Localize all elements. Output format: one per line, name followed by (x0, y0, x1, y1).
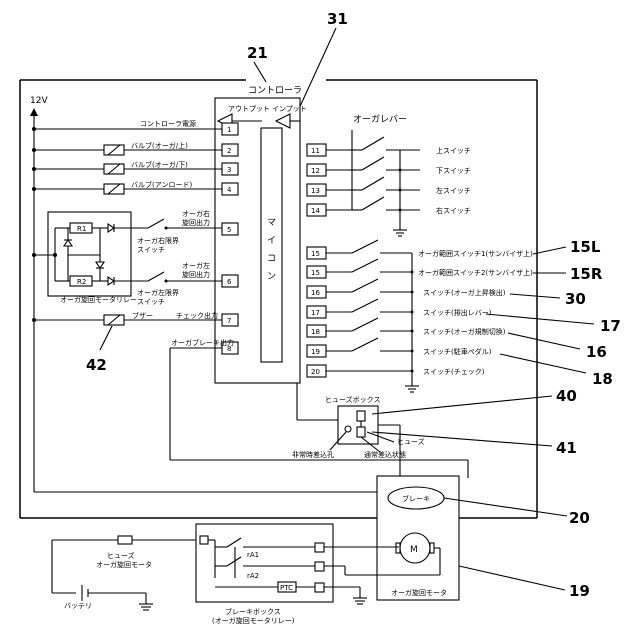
fuse-icon (357, 411, 365, 421)
pin-label: 7 (227, 317, 231, 325)
pin-label: 18 (311, 328, 320, 336)
leader-21 (254, 62, 266, 82)
ref-30: 30 (565, 290, 586, 308)
ref-16: 16 (586, 343, 607, 361)
micon-char-3: コ (267, 254, 276, 264)
range-switch-1: オーガ範囲スイッチ1(サンバイザ上) (418, 249, 533, 258)
range-switch-2: オーガ範囲スイッチ2(サンバイザ上) (418, 268, 533, 277)
ptc-label: PTC (280, 584, 293, 592)
ref-15R: 15R (570, 265, 603, 283)
valve-unload-label: バルブ(アンロード) (131, 180, 192, 189)
brake-out-label: オーガブレーキ出力 (171, 338, 234, 347)
buzzer-label: ブザー (132, 311, 153, 320)
brake-label: ブレーキ (402, 494, 430, 503)
parking-pedal-switch: スイッチ(駐車ペダル) (423, 347, 492, 356)
ref-15L: 15L (570, 238, 601, 256)
motor-label: オーガ旋回モータ (391, 588, 447, 597)
ra2-label: rA2 (247, 572, 259, 580)
battery-label: バッテリ (64, 602, 92, 610)
pin-label: 4 (227, 186, 232, 194)
ref-31: 31 (327, 10, 348, 28)
svg-text:R2: R2 (77, 278, 86, 286)
turn-relay: R1 R2 (32, 212, 131, 296)
controller-power-label: コントローラ電源 (140, 119, 196, 128)
brake-relay-box (196, 524, 333, 602)
ref-21: 21 (247, 44, 268, 62)
pin-label: 1 (227, 126, 231, 134)
pin-label: 19 (311, 348, 320, 356)
pin-label: 14 (311, 207, 320, 215)
right-limit-label-1: オーガ右限界 (137, 236, 179, 245)
pin-label: 13 (311, 187, 320, 195)
right-turn-out-1: オーガ右 (182, 209, 210, 218)
svg-text:R1: R1 (77, 225, 86, 233)
left-turn-out-2: 旋回出力 (182, 270, 210, 279)
fuse-label: ヒューズ (397, 437, 425, 446)
relay-box-label: オーガ旋回モータリレー (60, 295, 137, 304)
lever-title: オーガレバー (353, 114, 407, 125)
auger-rise-switch: スイッチ(オーガ上昇検出) (423, 288, 506, 297)
motor-m: M (410, 545, 418, 555)
valve-solenoids (104, 145, 124, 194)
micon-char-2: イ (267, 236, 276, 246)
power-label: 12V (30, 96, 48, 106)
ra1-label: rA1 (247, 551, 259, 559)
lever-switches (326, 130, 420, 236)
ref-40: 40 (556, 387, 577, 405)
pin-label: 16 (311, 289, 320, 297)
output-label: アウトプット (228, 105, 270, 113)
bottom-fuse-label-2: オーガ旋回モータ (96, 560, 152, 569)
pin-label: 11 (311, 147, 320, 155)
controller-title: コントローラ (248, 85, 302, 96)
bottom-fuse-label-1: ヒューズ (107, 551, 135, 560)
fuse-box-title: ヒューズボックス (325, 395, 380, 404)
emergency-label: 非常時差込孔 (292, 450, 334, 459)
lever-sw-left: 左スイッチ (436, 186, 471, 195)
normal-label: 通常差込状態 (364, 450, 406, 459)
auger-restrict-switch: スイッチ(オーガ規制切換) (423, 327, 506, 336)
right-pins: 11 12 13 14 15 15 16 17 18 19 20 (307, 144, 326, 377)
ref-18: 18 (592, 370, 613, 388)
right-turn-out-2: 旋回出力 (182, 218, 210, 227)
right-limit-label-2: スイッチ (137, 246, 165, 254)
buzzer (100, 315, 124, 350)
ref-41: 41 (556, 439, 577, 457)
pin-label: 15 (311, 250, 320, 258)
micon-char-1: マ (267, 218, 276, 228)
left-limit-label-1: オーガ左限界 (137, 288, 179, 297)
pin-label: 20 (311, 368, 320, 376)
micon-char-4: ン (267, 272, 276, 282)
emergency-socket-icon (345, 426, 351, 432)
pin-label: 5 (227, 226, 231, 234)
fuse-icon (118, 536, 132, 544)
pin-label: 12 (311, 167, 320, 175)
pin-label: 3 (227, 166, 231, 174)
check-out-label: チェック出力 (176, 311, 218, 320)
left-limit-label-2: スイッチ (137, 298, 165, 306)
lever-sw-right: 右スイッチ (436, 206, 471, 215)
right-switches (326, 240, 419, 392)
valve-down-label: バルブ(オーガ/下) (131, 160, 188, 169)
input-label: インプット (272, 105, 307, 113)
brake-box-label-1: ブレーキボックス (225, 607, 281, 616)
pin-label: 17 (311, 309, 320, 317)
check-switch: スイッチ(チェック) (423, 368, 485, 376)
lever-sw-up: 上スイッチ (436, 146, 471, 155)
lever-sw-down: 下スイッチ (436, 167, 471, 175)
ref-42: 42 (86, 356, 107, 374)
ref-20: 20 (569, 509, 590, 527)
pin-label: 2 (227, 147, 231, 155)
pin-label: 15 (311, 269, 320, 277)
brake-box-label-2: (オーガ旋回モータリレー) (212, 616, 295, 625)
power-arrow-icon (30, 108, 38, 116)
motor-unit: ブレーキ M (377, 476, 567, 600)
left-turn-out-1: オーガ左 (182, 261, 210, 270)
ref-17: 17 (600, 317, 621, 335)
pin-label: 6 (227, 278, 232, 286)
ref-19: 19 (569, 582, 590, 600)
valve-up-label: バルブ(オーガ/上) (131, 141, 188, 150)
discharge-lever-switch: スイッチ(排出レバー) (423, 308, 492, 317)
